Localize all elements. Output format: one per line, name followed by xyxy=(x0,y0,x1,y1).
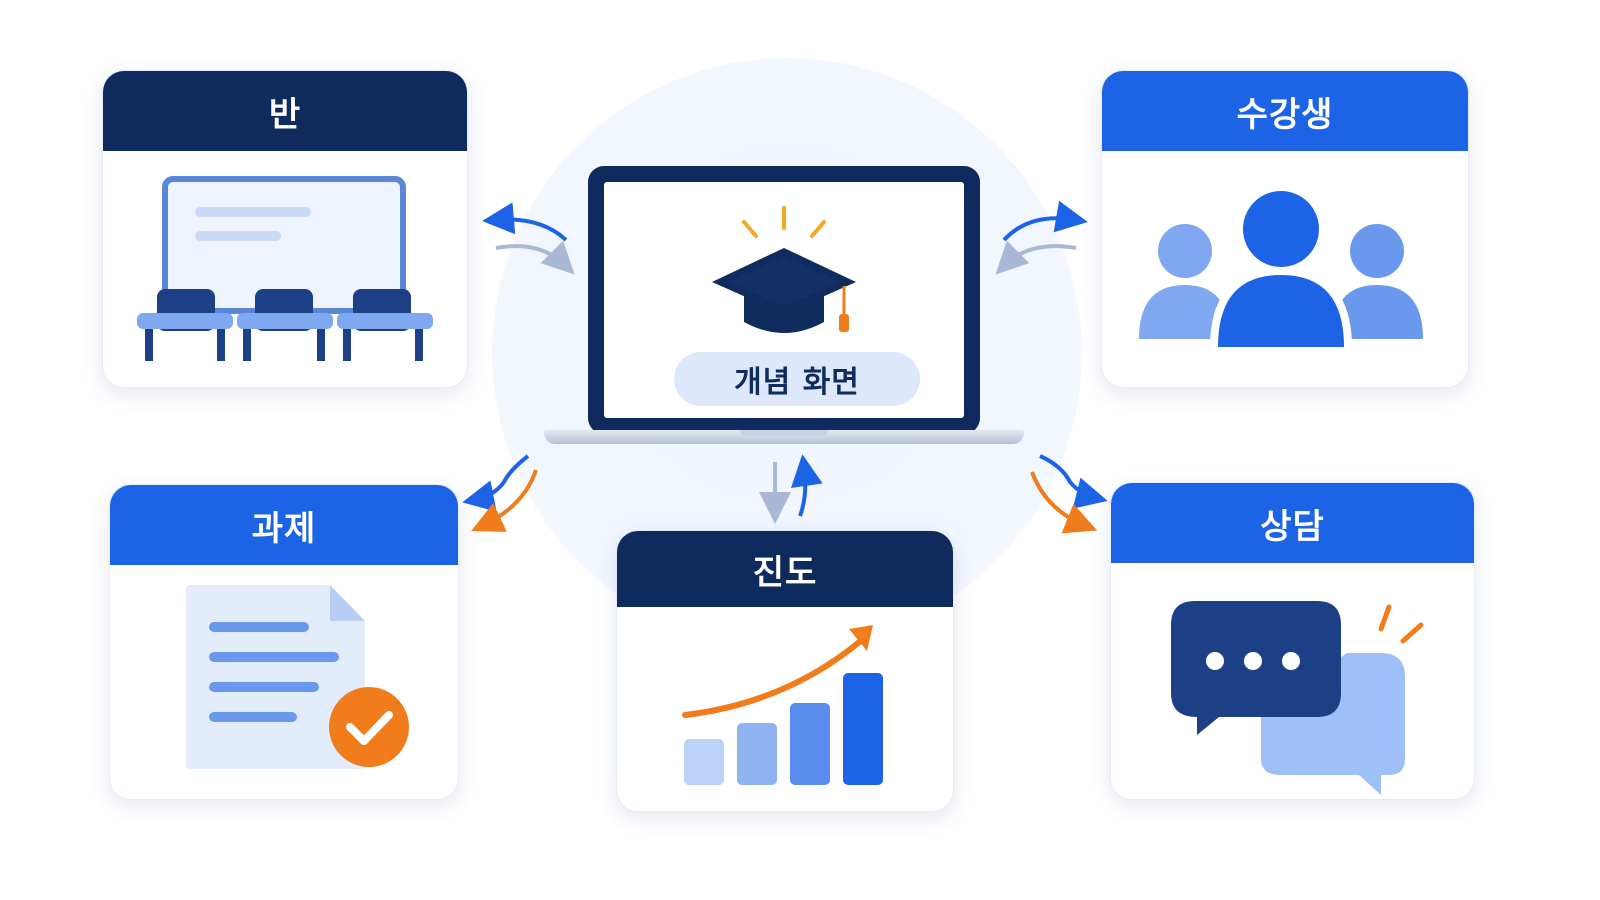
card-assignment-title: 과제 xyxy=(110,485,458,565)
card-assignment[interactable]: 과제 xyxy=(109,484,459,800)
card-assignment-body xyxy=(110,565,458,799)
people-icon xyxy=(1139,191,1423,347)
laptop-screen: 개념 화면 xyxy=(604,182,964,418)
laptop-base xyxy=(544,430,1024,444)
card-progress-title: 진도 xyxy=(617,531,953,607)
card-class-title: 반 xyxy=(103,71,467,151)
card-consultation[interactable]: 상담 xyxy=(1110,482,1475,800)
card-class[interactable]: 반 xyxy=(102,70,468,388)
card-consultation-title: 상담 xyxy=(1111,483,1474,563)
graduation-cap-icon xyxy=(712,206,856,333)
card-students-body xyxy=(1102,151,1468,387)
chat-bubbles-icon xyxy=(1171,601,1424,795)
card-progress[interactable]: 진도 xyxy=(616,530,954,812)
card-students-title: 수강생 xyxy=(1102,71,1468,151)
classroom-icon xyxy=(137,176,433,361)
document-check-icon xyxy=(186,585,409,769)
laptop-notch xyxy=(740,430,828,436)
card-progress-body xyxy=(617,607,953,811)
concept-screen-label[interactable]: 개념 화면 xyxy=(674,352,920,406)
laptop: 개념 화면 xyxy=(540,162,1030,452)
laptop-screen-frame: 개념 화면 xyxy=(588,166,980,434)
card-consultation-body xyxy=(1111,563,1474,799)
growth-chart-icon xyxy=(682,625,883,785)
card-students[interactable]: 수강생 xyxy=(1101,70,1469,388)
card-class-body xyxy=(103,151,467,387)
